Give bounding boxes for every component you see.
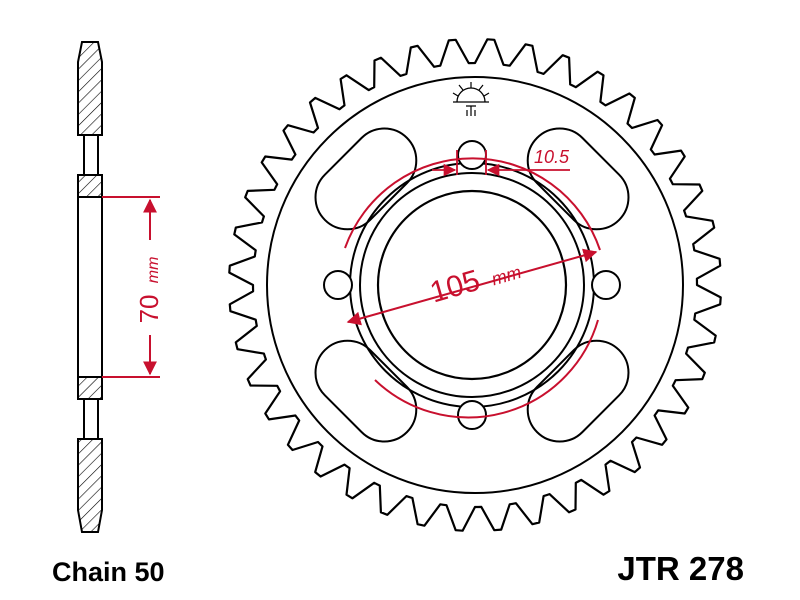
bolt-hole-1 — [457, 140, 487, 170]
lightening-slot-2 — [526, 127, 630, 231]
lightening-slot-3 — [526, 339, 630, 443]
bolt-hole-3 — [323, 270, 353, 300]
profile-upper-web — [83, 134, 99, 176]
bore-dimension-label: 70 mm — [134, 257, 164, 324]
pcd-arc-upper — [344, 157, 601, 251]
bore-unit: mm — [145, 257, 162, 284]
part-number-label: JTR 278 — [617, 550, 744, 587]
side-profile-view — [77, 41, 103, 533]
pcd-dim-line — [346, 248, 598, 326]
pcd-arc-lower — [374, 319, 599, 419]
root-circle — [266, 76, 684, 494]
lightening-slot-1 — [314, 127, 418, 231]
bolt-hole-2 — [457, 400, 487, 430]
lightening-slots — [314, 127, 630, 443]
bore-value: 70 — [134, 294, 164, 323]
bolt-hole-4 — [591, 270, 621, 300]
bolt-hole-label: 10.5 — [534, 147, 570, 167]
profile-bore-gap — [77, 196, 103, 378]
profile-top-tooth — [77, 41, 103, 136]
profile-lower-hub — [77, 376, 103, 400]
profile-upper-hub — [77, 174, 103, 198]
profile-bottom-tooth — [77, 438, 103, 533]
bore-dimension: 70 mm — [102, 196, 164, 378]
bolt-holes — [323, 140, 621, 430]
chain-size-label: Chain 50 — [52, 557, 165, 587]
jt-sun-logo-icon — [452, 82, 490, 116]
bolt-hole-dimension: 10.5 — [432, 147, 570, 177]
profile-lower-web — [83, 398, 99, 440]
lightening-slot-4 — [314, 339, 418, 443]
